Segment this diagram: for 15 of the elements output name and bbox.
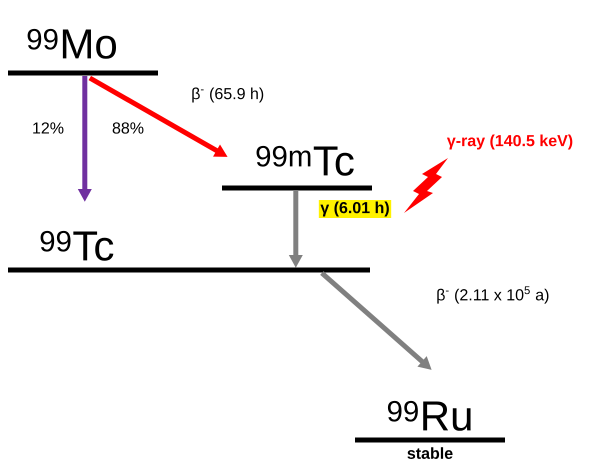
edge-label: 88%: [111, 121, 146, 135]
note-label: γ-ray (140.5 keV): [446, 134, 572, 150]
edge-label: β$^{-}$ (2.11 x 10$^{5}$ a): [435, 285, 550, 305]
node-label: stable: [407, 447, 453, 459]
energy-level: $^{99m}$Tc: [222, 146, 372, 190]
node-label: $^{99}$Mo: [28, 28, 116, 59]
energy-level: $^{99}$Mo: [8, 28, 158, 76]
node-label: $^{99}$Ru: [388, 400, 471, 431]
energy-level: $^{99}$Ru stable: [355, 400, 505, 459]
node-label: $^{99m}$Tc: [256, 146, 354, 176]
node-label: $^{99}$Tc: [40, 230, 114, 261]
edge-label: 12%: [31, 121, 66, 135]
energy-level: $^{99}$Tc: [8, 230, 370, 272]
edge-label: γ (6.01 h): [318, 200, 392, 218]
note-label: β$^{-}$ (65.9 h): [192, 88, 264, 102]
